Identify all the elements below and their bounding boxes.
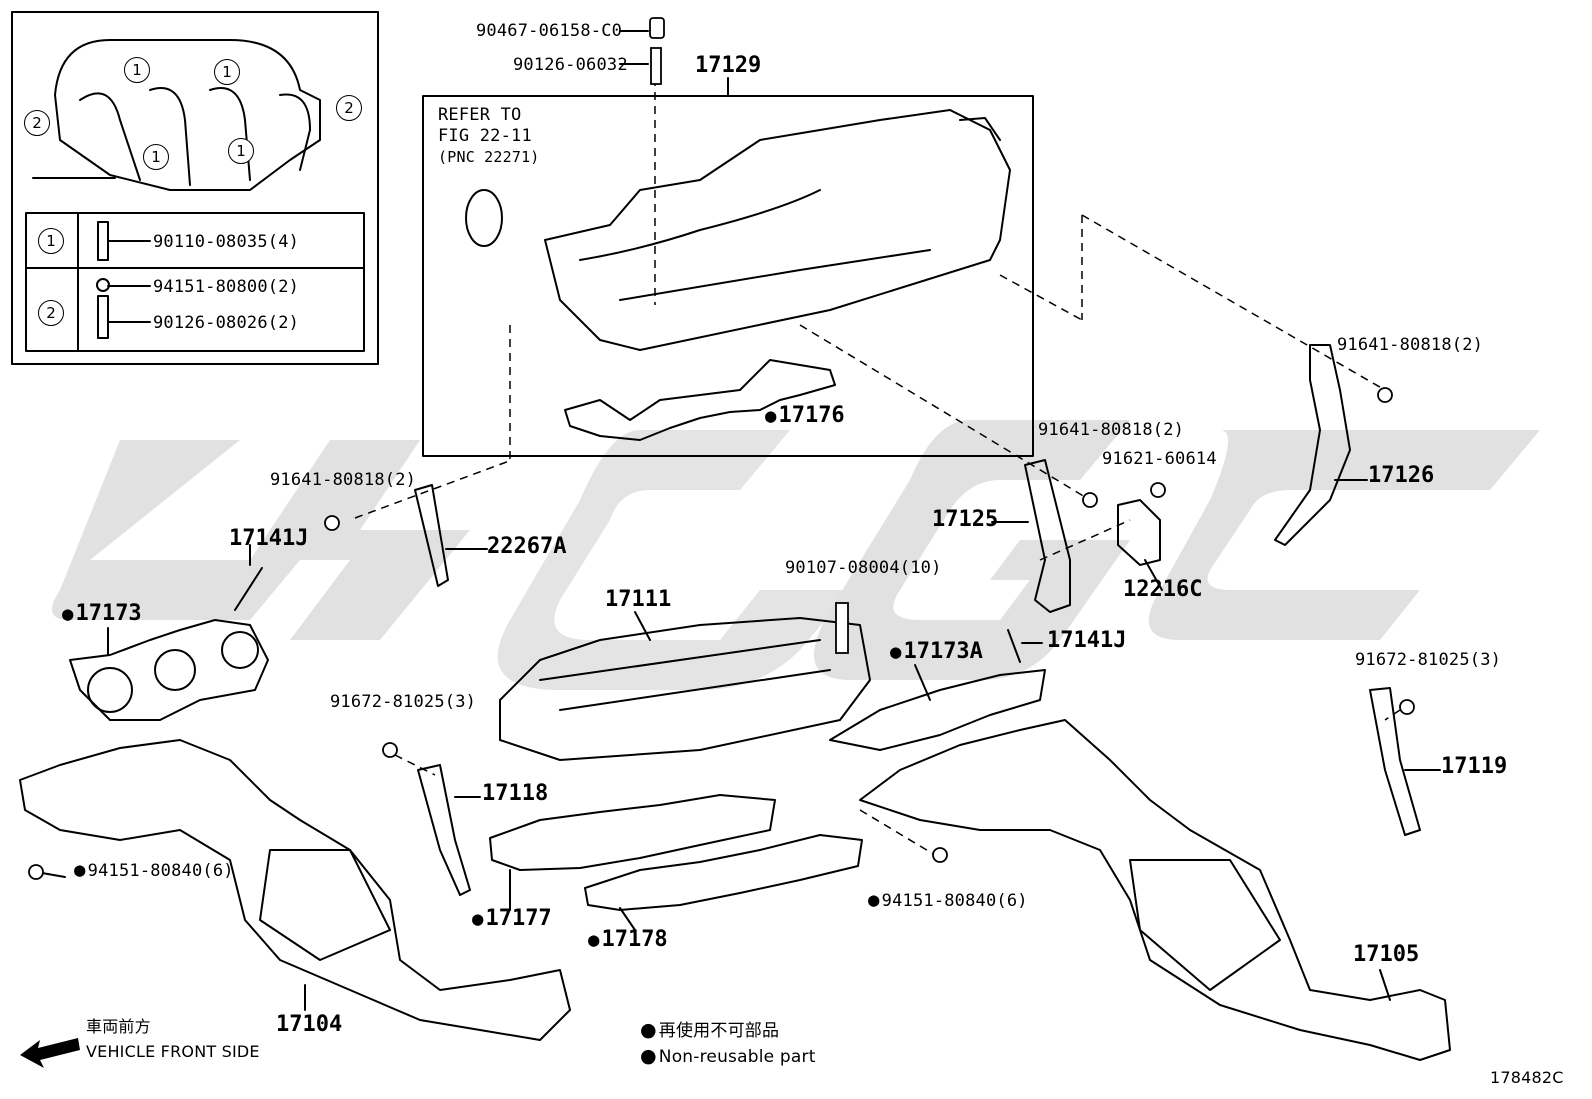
label-17177: 17177 [472, 908, 551, 930]
inset-marker: 2 [24, 110, 50, 136]
inset-box [11, 11, 379, 365]
label-17173a: 17173A [890, 641, 982, 663]
bolt-91641-mid [1082, 492, 1098, 508]
label-17104: 17104 [276, 1012, 343, 1037]
bolt-90107 [835, 602, 849, 654]
bracket-17126 [1274, 344, 1351, 546]
bracket-12216c [1117, 499, 1161, 566]
bolt-91621 [1150, 482, 1166, 498]
label-17105: 17105 [1353, 942, 1420, 967]
inset-part-90126: 90126-08026(2) [153, 313, 300, 333]
front-side-en: VEHICLE FRONT SIDE [86, 1042, 260, 1061]
bracket-17118 [417, 764, 471, 896]
gasket-17178 [584, 834, 863, 911]
label-17118: 17118 [482, 781, 549, 806]
label-17125: 17125 [932, 507, 999, 532]
label-90467: 90467-06158-C0 [476, 21, 623, 41]
label-17176: 17176 [765, 405, 844, 427]
inset-part-94151: 94151-80800(2) [153, 277, 300, 297]
label-91641-left: 91641-80818(2) [270, 470, 417, 490]
gasket-17177 [489, 794, 776, 871]
label-17141j-left: 17141J [229, 526, 309, 551]
watermark-logo [52, 420, 1540, 690]
refer-line-1: REFER TO [438, 105, 522, 125]
label-91641-mid: 91641-80818(2) [1038, 420, 1185, 440]
refer-line-3: (PNC 22271) [438, 148, 540, 166]
inset-marker: 1 [228, 138, 254, 164]
inset-marker: 2 [336, 95, 362, 121]
inset-marker: 1 [124, 57, 150, 83]
label-22267a: 22267A [487, 534, 567, 559]
label-17141j-right: 17141J [1047, 628, 1127, 653]
label-90107: 90107-08004(10) [785, 558, 942, 578]
inset-marker: 1 [143, 144, 169, 170]
exhaust-manifold-17104 [19, 739, 571, 1041]
bracket-22267a [414, 484, 449, 587]
label-17126: 17126 [1368, 463, 1435, 488]
front-side-jp: 車両前方 [86, 1017, 151, 1036]
inset-marker: 1 [214, 59, 240, 85]
bolt-91672-right [1399, 699, 1415, 715]
refer-line-2: FIG 22-11 [438, 126, 532, 146]
label-91641-right: 91641-80818(2) [1337, 335, 1484, 355]
bracket-17119 [1369, 687, 1421, 836]
label-17178: 17178 [588, 929, 667, 951]
nut-94151-right [932, 847, 948, 863]
bracket-17125 [1024, 459, 1071, 613]
label-17119: 17119 [1441, 754, 1508, 779]
stud-90126 [650, 47, 662, 85]
gasket-17173 [69, 619, 269, 721]
label-94151-left: 94151-80840(6) [74, 861, 234, 880]
label-17129: 17129 [695, 53, 762, 78]
bolt-91672-left [382, 742, 398, 758]
label-94151-right: 94151-80840(6) [868, 891, 1028, 910]
label-12216c: 12216C [1123, 577, 1203, 602]
label-91672-left: 91672-81025(3) [330, 692, 477, 712]
bolt-91641-right [1377, 387, 1393, 403]
legend-en: Non-reusable part [640, 1047, 816, 1066]
label-91672-right: 91672-81025(3) [1355, 650, 1502, 670]
front-arrow-icon [20, 1038, 80, 1068]
gasket-17173a [829, 669, 1046, 751]
gasket-17176 [564, 359, 836, 441]
lower-manifold-17111 [499, 617, 871, 761]
legend-marker-1: 1 [38, 228, 64, 254]
nut-94151-left [28, 864, 44, 880]
bolt-90467 [649, 17, 665, 39]
label-91621: 91621-60614 [1102, 449, 1217, 469]
legend-marker-2: 2 [38, 300, 64, 326]
label-17173: 17173 [62, 603, 141, 625]
label-90126: 90126-06032 [513, 55, 628, 75]
legend-jp: 再使用不可部品 [640, 1021, 779, 1040]
exhaust-manifold-17105 [859, 719, 1451, 1061]
label-17111: 17111 [605, 587, 672, 612]
bolt-91641-left [324, 515, 340, 531]
figure-id: 178482C [1490, 1068, 1564, 1087]
inset-part-90110: 90110-08035(4) [153, 232, 300, 252]
